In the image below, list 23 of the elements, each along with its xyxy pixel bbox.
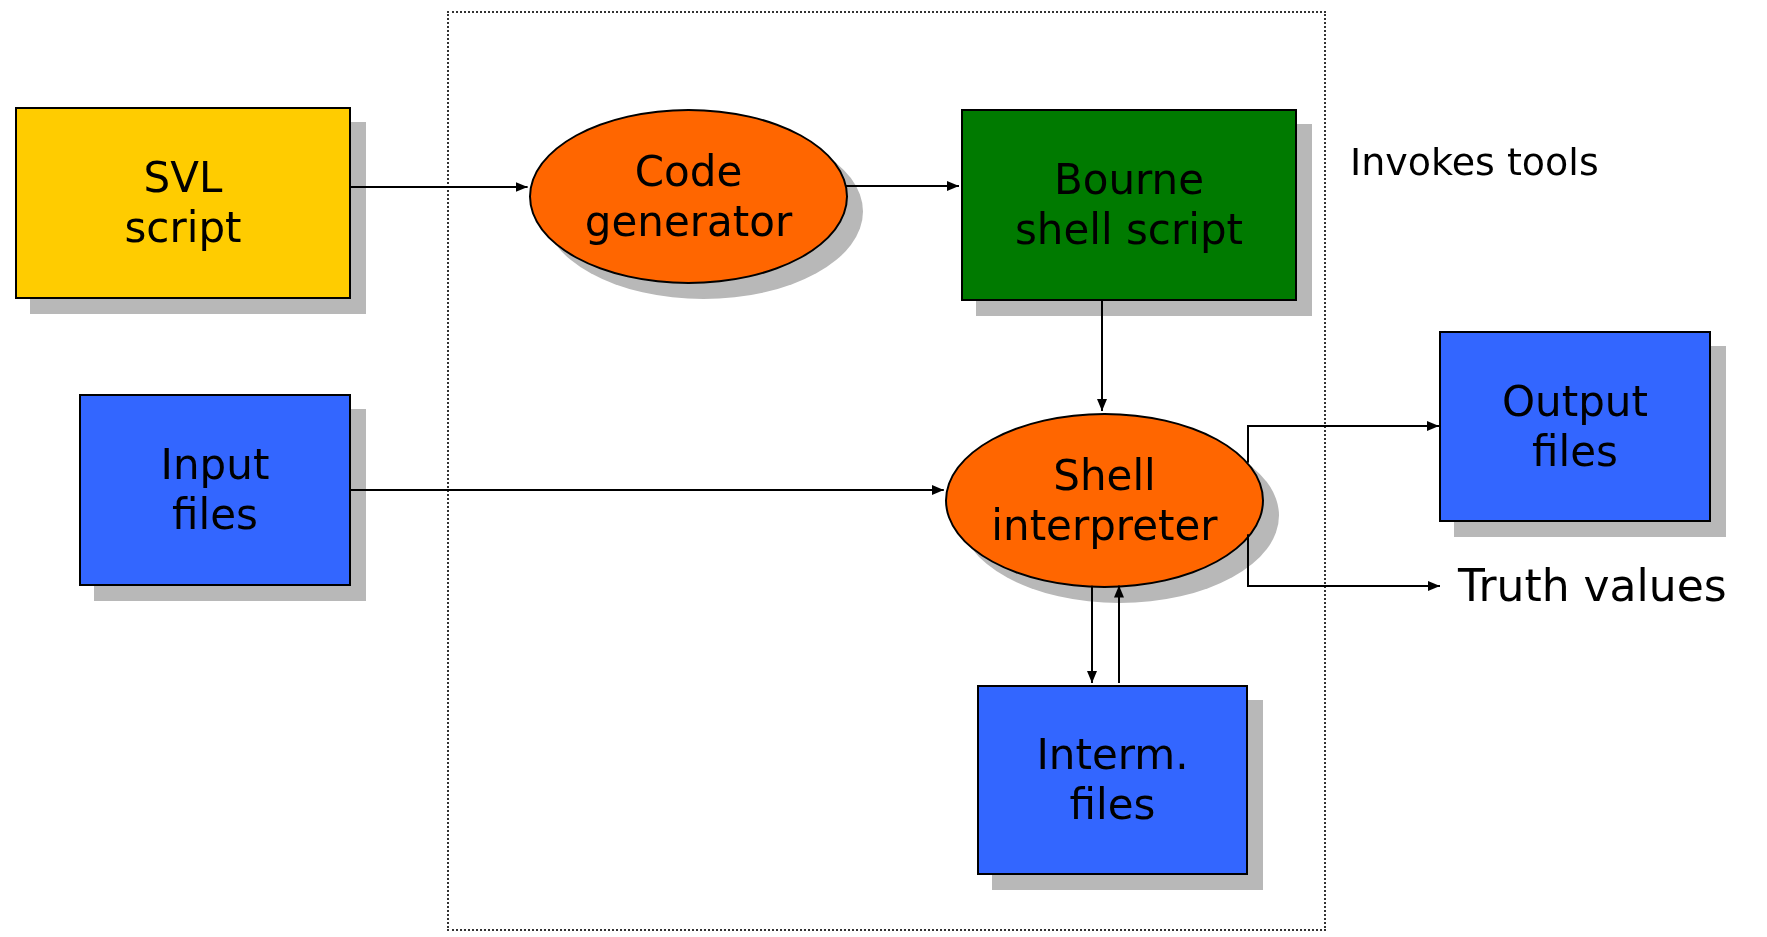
process-box xyxy=(79,394,351,586)
arrow xyxy=(350,182,529,192)
arrow xyxy=(1247,421,1440,464)
process-box xyxy=(977,685,1248,875)
process-box xyxy=(15,107,351,299)
arrow xyxy=(1097,298,1107,412)
arrow xyxy=(1247,533,1441,591)
arrow xyxy=(1114,584,1124,684)
node-label: Code generator xyxy=(583,146,794,247)
node-label: Output files xyxy=(1501,376,1649,477)
process-box xyxy=(961,109,1297,301)
node-label: SVL script xyxy=(123,153,243,253)
arrow xyxy=(1087,584,1097,684)
node-label: Truth values xyxy=(1458,560,1727,612)
node-label: Input files xyxy=(159,440,271,540)
arrow xyxy=(350,485,945,495)
node-label: Shell interpreter xyxy=(990,450,1219,551)
dotted-boundary xyxy=(447,11,1326,931)
node-label: Interm. files xyxy=(1035,730,1190,830)
node-label: Bourne shell script xyxy=(1013,155,1245,255)
process-box xyxy=(1439,331,1711,522)
arrow xyxy=(844,181,960,191)
note-text: Invokes tools xyxy=(1350,140,1599,186)
